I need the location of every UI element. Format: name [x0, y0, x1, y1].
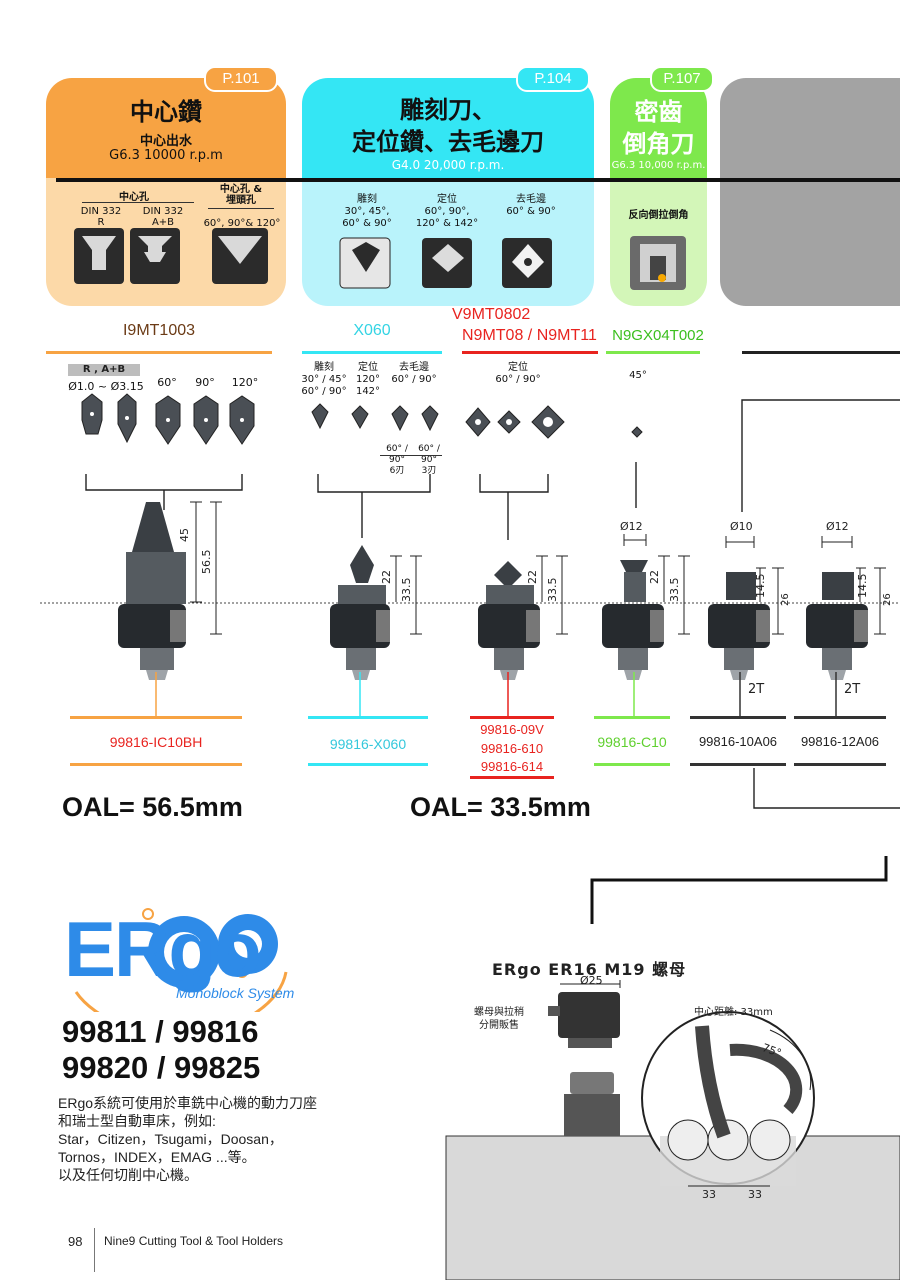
- description-line: 和瑞士型自動車床，例如:: [58, 1113, 216, 1129]
- insert-code-n9mt: N9MT08 / N9MT11: [462, 327, 597, 344]
- col-label: 去毛邊 60° & 90°: [506, 194, 556, 217]
- dim-label: 56.5: [200, 549, 213, 575]
- holder-ref[interactable]: 99816-12A06: [800, 734, 880, 749]
- insert-subnote: 60° / 90° 6刃: [386, 444, 408, 476]
- card-subtitle: 中心出水: [139, 134, 192, 149]
- center-distance: 中心距離: 33mm: [694, 1007, 773, 1018]
- col-label: 雕刻 30°, 45°, 60° & 90°: [342, 194, 392, 229]
- col-label: 反向倒拉倒角: [628, 210, 689, 221]
- teeth-label: 2T: [844, 682, 861, 697]
- card-title: 倒角刀: [622, 130, 695, 158]
- group-label: 中心孔 & 埋頭孔: [219, 184, 263, 206]
- description-line: Star，Citizen，Tsugami，Doosan，: [58, 1131, 283, 1147]
- insert-heading: 定位 120° 142°: [355, 362, 381, 397]
- card-title: 密齒: [634, 98, 683, 126]
- badge-r-ab: R , A+B: [68, 364, 140, 376]
- page-number: 98: [68, 1234, 83, 1249]
- dim-label: 26: [882, 593, 893, 606]
- insert-subnote: 60° / 90° 3刃: [418, 444, 440, 476]
- holder-drawings: [40, 228, 900, 809]
- insert-heading: 雕刻 30° / 45° 60° / 90°: [301, 362, 347, 397]
- insert-heading: 45°: [629, 370, 647, 381]
- dim-label: 22: [648, 570, 661, 584]
- dim-label: 14.5: [856, 573, 869, 599]
- logo-tagline: Monoblock System: [176, 985, 295, 1001]
- nut-note: 螺母與拉稍 分開販售: [474, 1007, 524, 1031]
- dim-label: 14.5: [754, 573, 767, 599]
- chamfer-icon: [630, 236, 686, 290]
- oal-label: OAL= 56.5mm: [62, 792, 243, 822]
- col-label: 定位 60°, 90°, 120° & 142°: [415, 194, 479, 229]
- description-line: Tornos，INDEX，EMAG ...等。: [58, 1149, 256, 1165]
- card-rpm: G6.3 10,000 r.p.m.: [611, 160, 706, 171]
- dim-label: 33.5: [546, 577, 559, 603]
- angle-label: 90°: [195, 376, 215, 389]
- teeth-label: 2T: [748, 682, 765, 697]
- dim-label: 22: [526, 570, 539, 584]
- diameter-label: Ø12: [826, 520, 849, 533]
- page-ref-tag[interactable]: P.101: [204, 66, 278, 92]
- page-ref-tag[interactable]: P.107: [650, 66, 714, 92]
- holder-ref[interactable]: 99816-10A06: [698, 734, 778, 749]
- model-numbers: 99820 / 99825: [62, 1050, 261, 1085]
- ergo-logo: [74, 908, 288, 1012]
- holder-ref[interactable]: 99816-09V: [480, 722, 544, 737]
- insert-code-i9: I9MT1003: [122, 322, 196, 339]
- card-title: 雕刻刀、: [400, 96, 496, 124]
- logo-wordmark: ERgo: [64, 905, 262, 993]
- card-title: 定位鑽、去毛邊刀: [352, 128, 544, 156]
- dim-label: 22: [380, 570, 393, 584]
- spacing-label: 33: [702, 1188, 716, 1201]
- col-label: 60°, 90°& 120°: [203, 218, 281, 229]
- holder-ref[interactable]: 99816-614: [480, 759, 544, 774]
- dim-label: 26: [780, 593, 791, 606]
- footer-text: Nine9 Cutting Tool & Tool Holders: [104, 1234, 283, 1248]
- holder-ref[interactable]: 99816-X060: [329, 736, 407, 752]
- holder-ref[interactable]: 99816-C10: [597, 734, 667, 750]
- insert-heading: 定位 60° / 90°: [495, 362, 541, 385]
- angle-label: 120°: [231, 376, 259, 389]
- insert-code-n9gx: N9GX04T002: [612, 327, 704, 344]
- col-label: DIN 332 A+B: [142, 206, 184, 228]
- engraving-icon: [339, 237, 552, 289]
- diameter-label: Ø10: [730, 520, 753, 533]
- nut-title: ERgo ER16 M19 螺母: [492, 960, 687, 979]
- center-hole-icon: [74, 228, 268, 284]
- card-rpm: G4.0 20,000 r.p.m.: [391, 158, 505, 172]
- insert-code-v9: V9MT0802: [452, 306, 531, 323]
- oal-label: OAL= 33.5mm: [410, 792, 591, 822]
- holder-ref[interactable]: 99816-610: [480, 741, 544, 756]
- diameter-label: Ø12: [620, 520, 643, 533]
- dim-label: 45: [178, 528, 191, 542]
- dim-label: 33.5: [400, 577, 413, 603]
- angle-label: 60°: [157, 376, 177, 389]
- card-more: [720, 78, 900, 306]
- spacing-label: 33: [748, 1188, 762, 1201]
- insert-code-x060: X060: [353, 322, 391, 339]
- card-title: 中心鑽: [130, 98, 202, 126]
- holder-ref[interactable]: 99816-IC10BH: [109, 734, 203, 750]
- page-ref-tag[interactable]: P.104: [516, 66, 590, 92]
- group-label: 中心孔: [119, 192, 149, 203]
- nut-section-drawing: [445, 856, 900, 1280]
- card-rpm: G6.3 10000 r.p.m: [109, 148, 223, 163]
- nut-diameter: Ø25: [580, 974, 603, 987]
- model-numbers: 99811 / 99816: [62, 1014, 259, 1049]
- description-line: 以及任何切削中心機。: [58, 1167, 198, 1183]
- insert-heading: 去毛邊 60° / 90°: [391, 362, 437, 385]
- col-label: DIN 332 R: [80, 206, 122, 228]
- dim-label: 33.5: [668, 577, 681, 603]
- range-label: Ø1.0 ~ Ø3.15: [68, 380, 144, 393]
- description-line: ERgo系統可使用於車銑中心機的動力刀座: [58, 1095, 318, 1111]
